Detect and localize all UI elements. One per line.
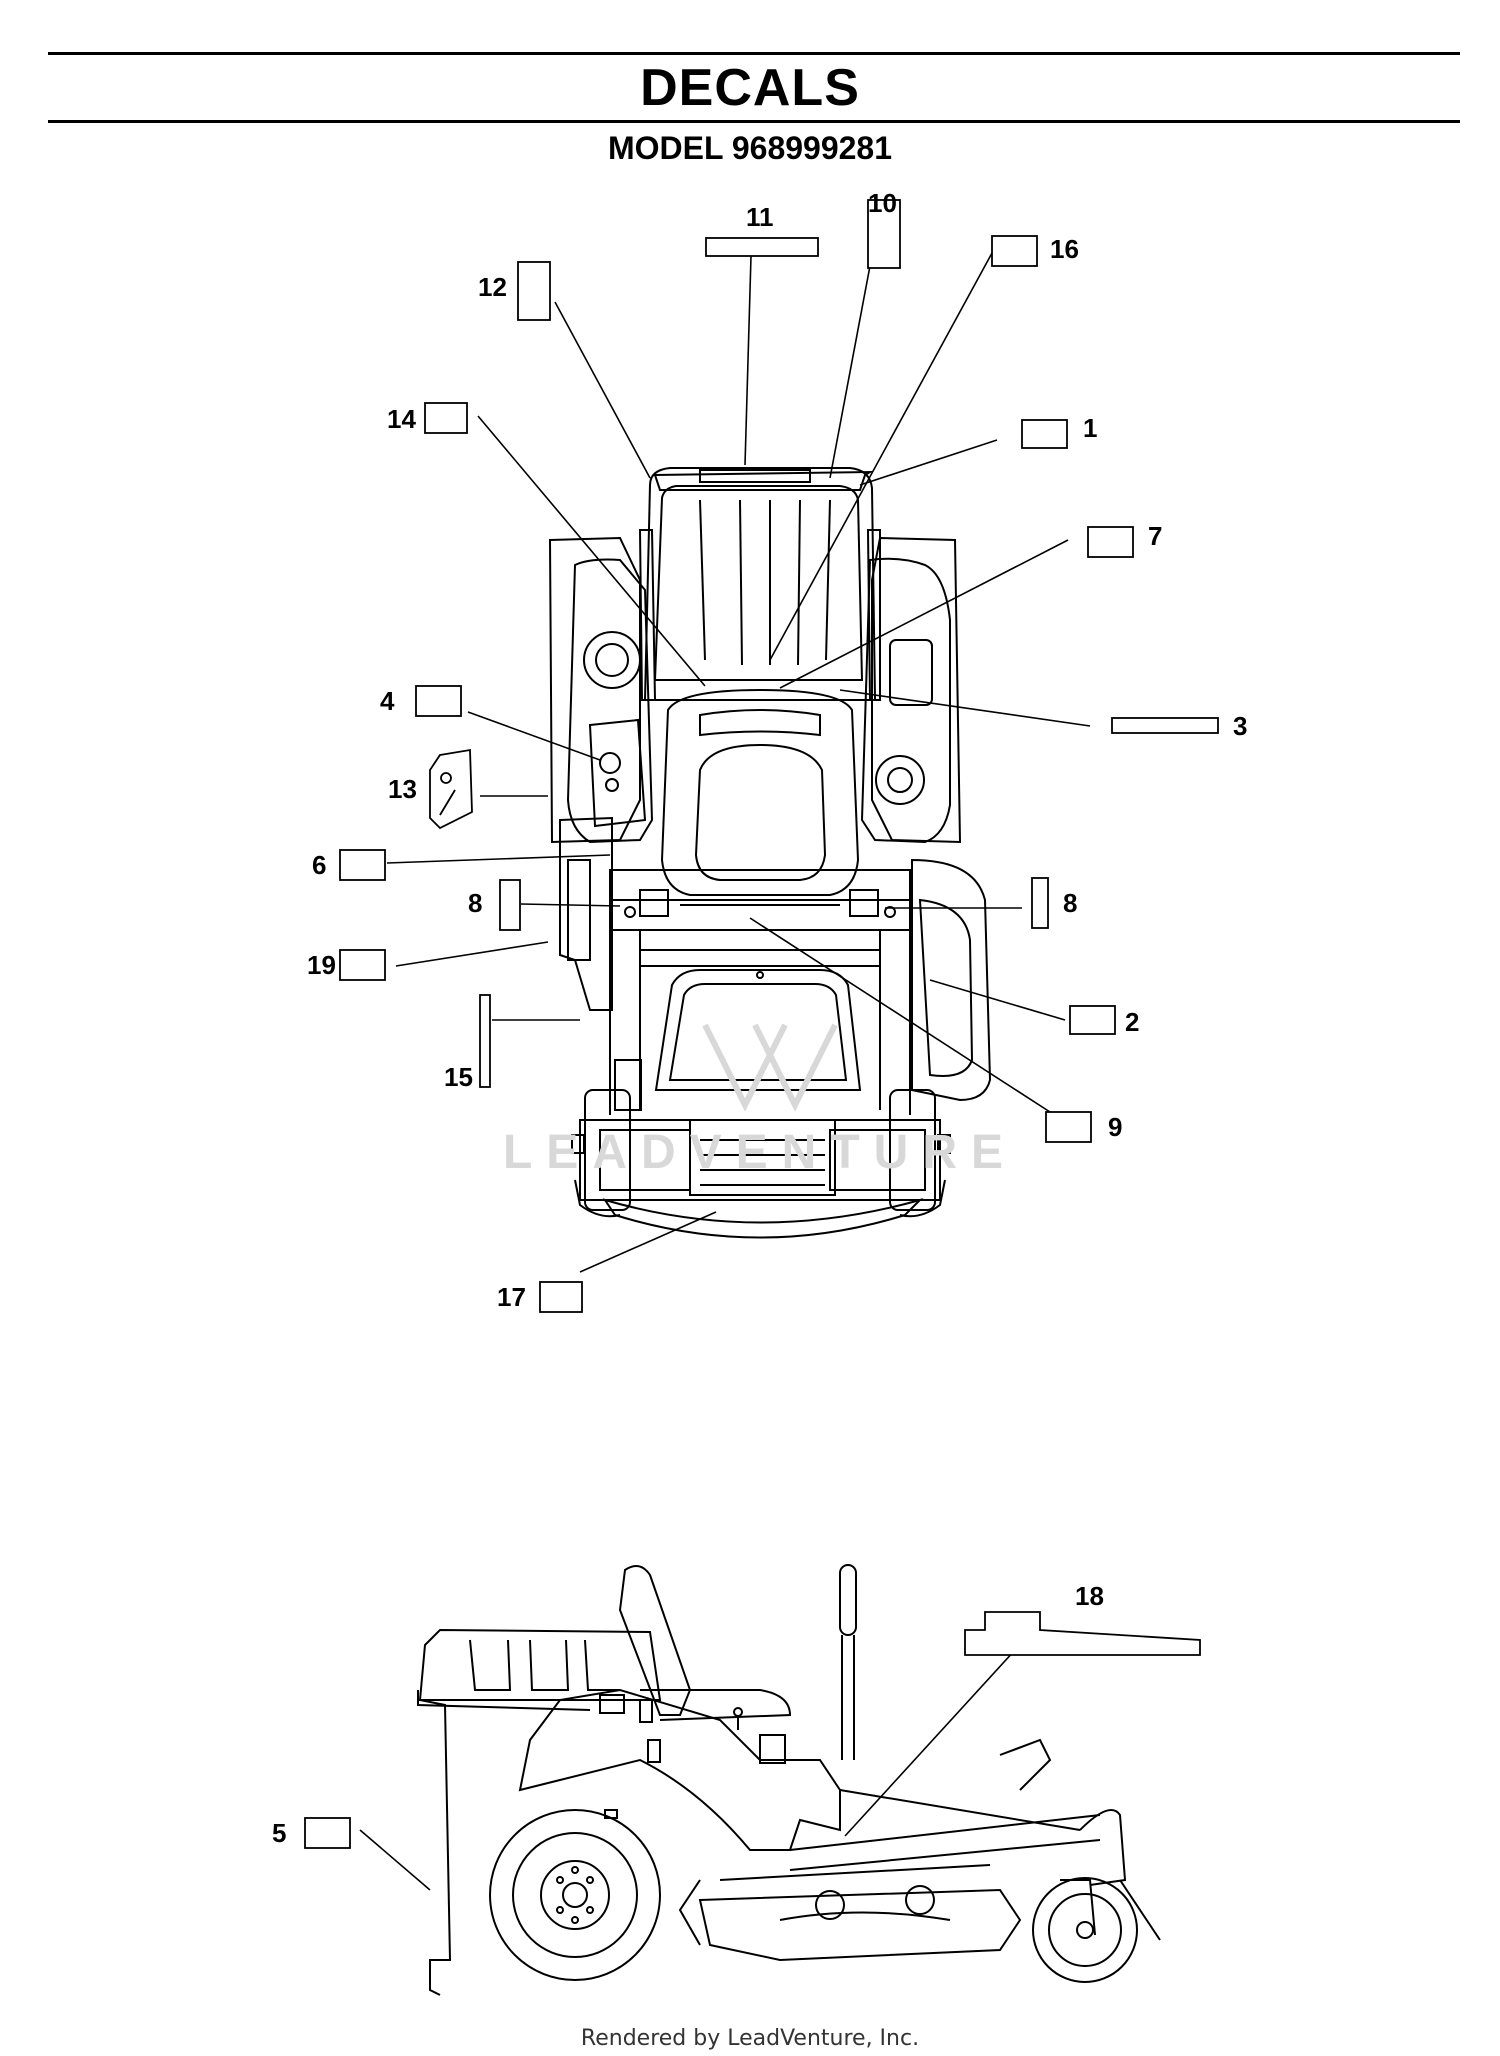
callout-2: 2 bbox=[1125, 1007, 1139, 1037]
callout-11: 11 bbox=[746, 202, 774, 232]
mower-top-view bbox=[548, 467, 992, 1239]
decal-10 bbox=[867, 199, 901, 269]
callout-4: 4 bbox=[380, 686, 395, 716]
callout-7: 7 bbox=[1148, 521, 1162, 551]
decal-16 bbox=[991, 235, 1038, 267]
decal-11 bbox=[705, 237, 819, 257]
top-rule bbox=[48, 52, 1460, 55]
callout-10: 10 bbox=[868, 188, 897, 218]
decal-4 bbox=[415, 685, 462, 717]
decal-3 bbox=[1111, 717, 1219, 734]
callout-6: 6 bbox=[312, 850, 326, 880]
callout-17: 17 bbox=[497, 1282, 526, 1312]
callout-13: 13 bbox=[388, 774, 417, 804]
callout-18: 18 bbox=[1075, 1581, 1104, 1611]
decal-5 bbox=[304, 1817, 351, 1849]
decal-12 bbox=[517, 261, 551, 321]
callout-12: 12 bbox=[478, 272, 507, 302]
title-underline bbox=[48, 120, 1460, 123]
watermark-logo bbox=[702, 1023, 838, 1112]
callout-labels: 1 2 3 4 5 6 7 8 8 9 10 11 12 13 14 15 16… bbox=[272, 188, 1247, 1848]
decal-19 bbox=[339, 949, 386, 981]
model-number: MODEL 968999281 bbox=[607, 130, 893, 166]
decal-15 bbox=[479, 994, 491, 1088]
callout-1: 1 bbox=[1083, 413, 1097, 443]
decal-14 bbox=[424, 402, 468, 434]
decal-9 bbox=[1045, 1111, 1092, 1143]
decal-18 bbox=[964, 1611, 1201, 1656]
callout-19: 19 bbox=[307, 950, 336, 980]
callout-5: 5 bbox=[272, 1818, 286, 1848]
callout-8-right: 8 bbox=[1063, 888, 1077, 918]
footer-credit: Rendered by LeadVenture, Inc. bbox=[580, 2026, 920, 2051]
decal-1 bbox=[1021, 419, 1068, 449]
decal-13 bbox=[429, 748, 473, 830]
decal-8-left bbox=[499, 879, 521, 931]
decal-17 bbox=[539, 1281, 583, 1313]
callout-16: 16 bbox=[1050, 234, 1079, 264]
callout-8-left: 8 bbox=[468, 888, 482, 918]
callout-15: 15 bbox=[444, 1062, 473, 1092]
callout-leaders bbox=[359, 249, 1091, 1891]
decal-8-right bbox=[1031, 877, 1049, 929]
watermark-text: LEADVENTURE bbox=[503, 1126, 1017, 1179]
callout-9: 9 bbox=[1108, 1112, 1122, 1142]
page-title: DECALS bbox=[640, 59, 860, 117]
mower-side-view bbox=[417, 1564, 1161, 1996]
callout-3: 3 bbox=[1233, 711, 1247, 741]
decal-2 bbox=[1069, 1005, 1116, 1035]
decal-shapes bbox=[304, 199, 1219, 1849]
decal-7 bbox=[1087, 526, 1134, 558]
callout-14: 14 bbox=[387, 404, 416, 434]
decal-6 bbox=[339, 849, 386, 881]
